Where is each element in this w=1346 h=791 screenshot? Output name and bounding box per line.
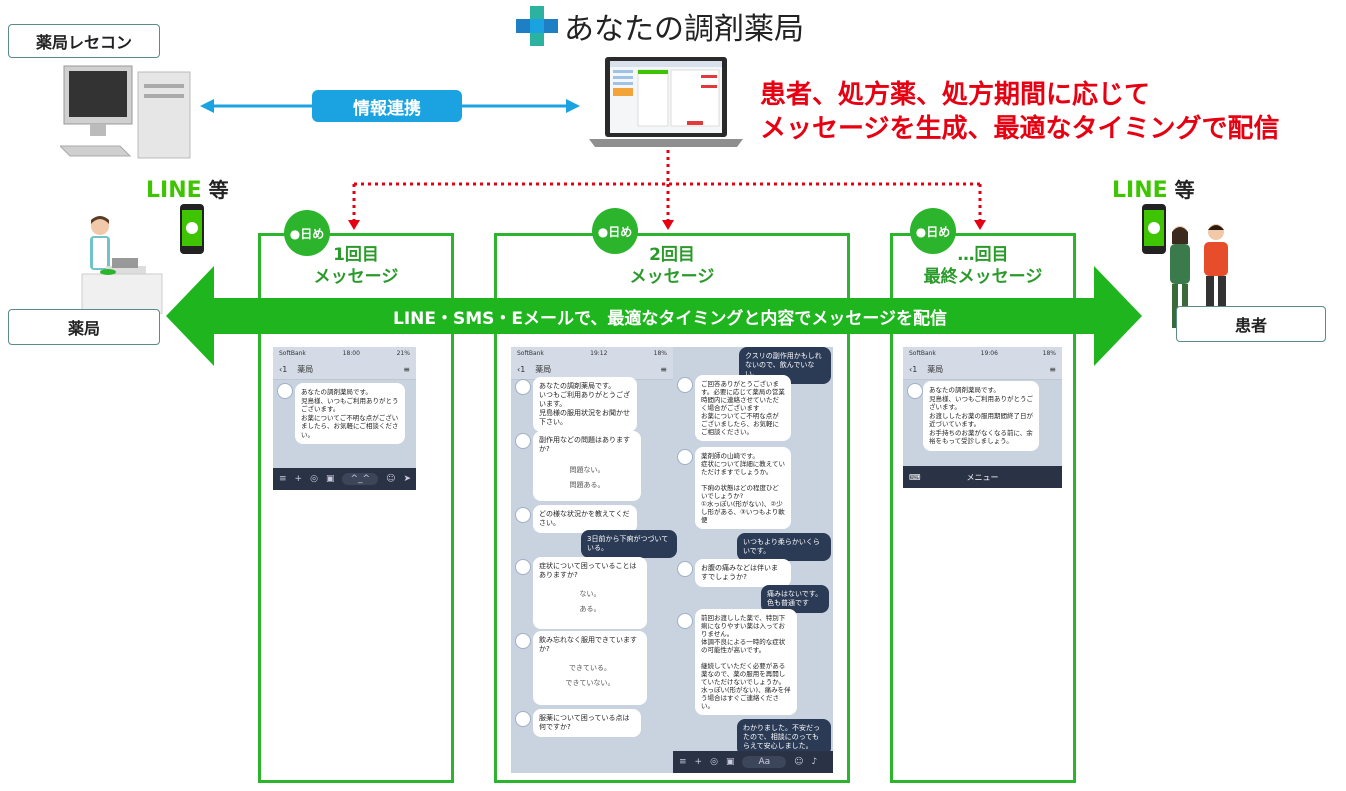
back-button[interactable]: ‹1 [517,364,526,374]
delivery-banner: LINE・SMS・Eメールで、最適なタイミングと内容でメッセージを配信 [393,308,947,329]
chat-title: 薬局 [535,364,552,374]
message-input[interactable]: Aa [742,756,787,768]
smartphone-line-icon [180,204,204,254]
bot-avatar [907,383,923,399]
message-input[interactable]: ^_^ [342,473,379,485]
chat-bubble: どの様な状況かを教えてください。 [533,505,637,533]
menu-icon[interactable]: ≡ [1049,364,1056,374]
rich-menu-bar[interactable]: ⌨ メニュー [903,466,1062,488]
menu-icon[interactable]: ≡ [660,364,667,374]
bot-avatar [515,433,531,449]
user-bubble: いつもより柔らかいくらいです。 [737,533,831,561]
menu-icon[interactable]: ≡ [279,474,287,484]
chat-header: ‹1 薬局 ≡ [273,359,416,380]
laptop-app-screen-icon [589,57,743,147]
bot-avatar [515,711,531,727]
day-badge: ●日め [592,208,638,254]
back-button[interactable]: ‹1 [279,364,288,374]
keyboard-icon[interactable]: ⌨ [909,472,921,482]
delivery-note-line-1: 患者、処方薬、処方期間に応じて [760,80,1151,110]
emoji-icon[interactable]: ☺ [386,474,396,484]
camera-icon[interactable]: ◎ [310,474,318,484]
status-bar: SoftBank 19:06 18% [903,347,1062,359]
image-icon[interactable]: ▣ [725,757,735,767]
chat-input-bar: ≡ + ◎ ▣ ^_^ ☺ ➤ [273,468,416,490]
patient-label: 患者 [1176,306,1326,342]
delivery-note-line-2: メッセージを生成、最適なタイミングで配信 [760,114,1280,144]
bot-avatar [515,559,531,575]
bot-avatar [677,377,693,393]
chat-bubble: 症状について困っていることはありますか? ない。 ある。 [533,557,647,629]
delivery-note: 患者、処方薬、処方期間に応じて メッセージを生成、最適なタイミングで配信 [760,78,1279,146]
choice-option[interactable]: 問題ある。 [569,481,605,489]
chat-bubble: あなたの調剤薬局です。 いつもご利用ありがとうございます。 児島様の服用状況をお… [533,377,637,432]
camera-icon[interactable]: ◎ [710,757,718,767]
dotted-connector [348,150,986,230]
panel-title: 2回目 メッセージ [629,245,715,287]
pharmacy-label: 薬局 [8,309,160,345]
choice-option[interactable]: できていない。 [565,679,615,687]
status-bar: SoftBank 18:00 21% [273,347,416,359]
choice-option[interactable]: ない。 [579,590,601,598]
panel-title: …回目 最終メッセージ [923,245,1043,287]
add-icon[interactable]: + [694,757,703,767]
chat-header: ‹1 薬局 ≡ [903,359,1062,380]
chat-bubble: あなたの調剤薬局です。 児島様、いつもご利用ありがとうございます。 お渡ししたお… [923,381,1039,451]
brand-name: あなたの調剤薬局 [564,12,804,47]
info-sync-label: 情報連携 [312,90,462,122]
bot-avatar [515,633,531,649]
bot-avatar [515,379,531,395]
chat-bubble: 服薬について困っている点は何ですか? [533,709,641,737]
chat-screen-2: SoftBank 19:12 18% ‹1 薬局 ≡ あなたの調剤薬局です。 い… [511,347,833,773]
status-bar: SoftBank 19:12 18% [511,347,673,359]
day-badge: ●日め [910,208,956,254]
user-bubble: わかりました。不安だったので、相談にのってもらえて安心しました。 [737,719,831,756]
delivery-arrow [166,266,1142,366]
bot-avatar [677,449,693,465]
back-button[interactable]: ‹1 [909,364,918,374]
bot-avatar [677,613,693,629]
line-label-right: LINE 等 [1112,178,1195,203]
brand-title: あなたの調剤薬局 [516,6,804,47]
menu-icon[interactable]: ≡ [679,757,687,767]
chat-title: 薬局 [927,364,944,374]
send-icon[interactable]: ➤ [403,474,411,484]
bot-avatar [677,561,693,577]
chat-bubble: ご回答ありがとうございます。必要に応じて薬局の営業時間内に連絡させていただく場合… [695,375,791,441]
smartphone-line-icon [1142,204,1166,254]
pharmacist-figure-icon [81,216,163,314]
user-bubble: 3日前から下痢がつづいている。 [581,530,677,558]
chat-title: 薬局 [297,364,314,374]
emoji-icon[interactable]: ☺ [794,757,804,767]
chat-bubble: 薬剤師の山崎です。 症状について詳細に教えていただけますでしょうか。 下痢の状態… [695,447,791,529]
panel-title: 1回目 メッセージ [313,245,399,287]
line-label-left: LINE 等 [146,178,229,203]
menu-icon[interactable]: ≡ [403,364,410,374]
choice-option[interactable]: できている。 [569,664,611,672]
day-badge: ●日め [284,210,330,256]
receipt-system-label: 薬局レセコン [8,24,160,58]
choice-option[interactable]: ある。 [579,605,601,613]
bot-avatar [515,507,531,523]
chat-screen-3: SoftBank 19:06 18% ‹1 薬局 ≡ あなたの調剤薬局です。 児… [903,347,1062,488]
chat-bubble: あなたの調剤薬局です。 児島様、いつもご利用ありがとうございます。 お薬について… [295,383,405,444]
chat-bubble: お腹の痛みなどは伴いますでしょうか? [695,559,791,587]
desktop-computer-icon [60,65,191,159]
add-icon[interactable]: + [294,474,303,484]
chat-bubble: 副作用などの問題はありますか? 問題ない。 問題ある。 [533,431,641,501]
rich-menu-label: メニュー [966,472,999,482]
chat-bubble: 飲み忘れなく服用できていますか? できている。 できていない。 [533,631,647,705]
image-icon[interactable]: ▣ [325,474,335,484]
pharmacy-cross-logo-icon [516,6,558,46]
chat-input-bar: ≡ + ◎ ▣ Aa ☺ ♪ [673,751,833,773]
chat-bubble: 前回お渡しした薬で、特別下痢になりやすい薬は入っておりません。 体調不良による一… [695,609,797,715]
mic-icon[interactable]: ♪ [811,757,818,767]
user-bubble: 痛みはないです。 色も普通です [761,585,829,613]
chat-screen-1: SoftBank 18:00 21% ‹1 薬局 ≡ あなたの調剤薬局です。 児… [273,347,416,490]
bot-avatar [277,383,293,399]
choice-option[interactable]: 問題ない。 [569,466,605,474]
